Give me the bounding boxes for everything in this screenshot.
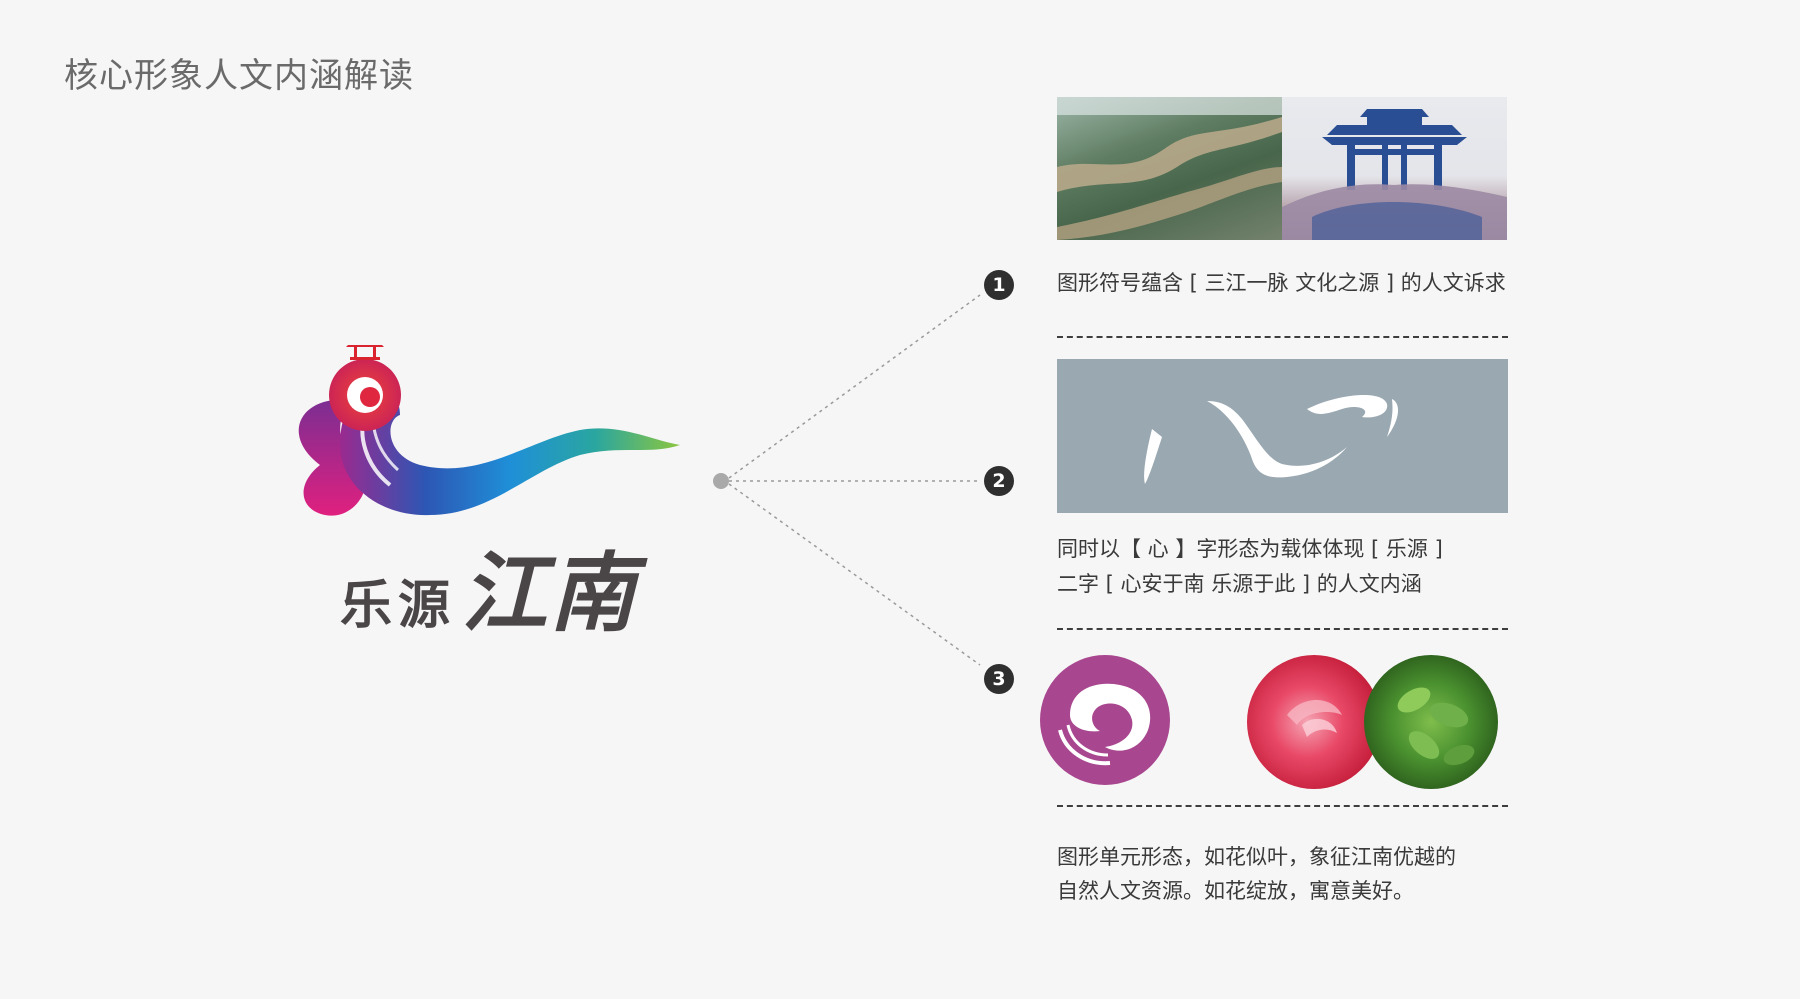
caption-two-line1: 同时以【 心 】字形态为载体体现 [ 乐源 ] (1057, 537, 1443, 561)
caption-one: 图形符号蕴含 [ 三江一脉 文化之源 ] 的人文诉求 (1057, 271, 1506, 295)
logo-text-small: 乐源 (340, 575, 457, 636)
connector-1 (728, 294, 981, 479)
xin-brush-glyph (1144, 394, 1399, 484)
logo-text-big: 江南 (461, 543, 638, 644)
divider-1 (1057, 336, 1508, 338)
logo-wordmark: 乐源 江南 (340, 523, 637, 648)
divider-3 (1057, 805, 1508, 807)
leaf-photo (1364, 655, 1498, 789)
badge-1: 1 (984, 270, 1014, 300)
river-aerial-photo (1057, 97, 1282, 240)
caption-two-line2: 二字 [ 心安于南 乐源于此 ] 的人文内涵 (1057, 572, 1422, 596)
caption-three-line2: 自然人文资源。如花绽放，寓意美好。 (1057, 879, 1414, 903)
connector-3 (728, 483, 981, 666)
page-title: 核心形象人文内涵解读 (64, 56, 414, 96)
divider-2 (1057, 628, 1508, 630)
badge-2: 2 (984, 466, 1014, 496)
badge-3: 3 (984, 664, 1014, 694)
caption-three-line1: 图形单元形态，如花似叶，象征江南优越的 (1057, 845, 1456, 869)
pavilion-gate-photo (1282, 97, 1507, 240)
brand-logo: 乐源 江南 (280, 345, 720, 645)
logo-graphic (298, 345, 680, 516)
xin-glyph-panel (1057, 359, 1508, 513)
rose-photo (1247, 655, 1381, 789)
logo-unit-circle (1040, 655, 1170, 785)
